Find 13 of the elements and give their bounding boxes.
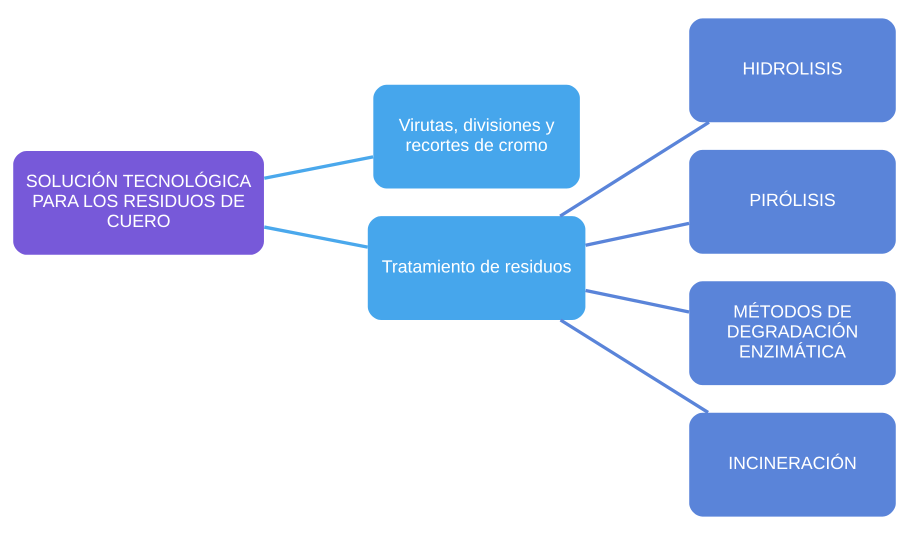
- node-box: MÉTODOS DE DEGRADACIÓN ENZIMÁTICA: [689, 281, 896, 386]
- connector: [585, 288, 690, 314]
- connector: [560, 318, 709, 414]
- node-box: SOLUCIÓN TECNOLÓGICA PARA LOS RESIDUOS DE CUERO: [13, 150, 264, 255]
- connector: [559, 120, 710, 218]
- node-box: Virutas, divisiones y recortes de cromo: [373, 84, 580, 189]
- connector: [585, 222, 690, 247]
- connector: [264, 225, 368, 249]
- node-box: INCINERACIÓN: [689, 412, 896, 517]
- node-box: PIRÓLISIS: [689, 150, 896, 254]
- connector: [264, 155, 374, 180]
- node-box: HIDROLISIS: [689, 18, 896, 122]
- node-box: Tratamiento de residuos: [368, 216, 586, 320]
